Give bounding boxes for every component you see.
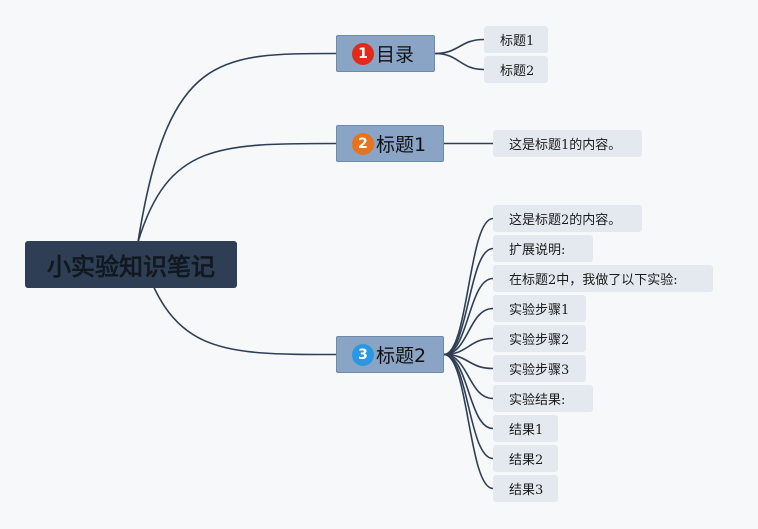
leaf-label: 结果2 xyxy=(509,453,544,468)
leaf-node[interactable]: 实验步骤2 xyxy=(493,325,586,352)
leaf-node[interactable]: 这是标题1的内容。 xyxy=(493,130,642,157)
branch-node-catalog[interactable]: 1 目录 xyxy=(336,35,435,72)
leaf-node[interactable]: 标题2 xyxy=(484,56,548,83)
connector-branch-leaf xyxy=(443,217,494,356)
leaf-node[interactable]: 扩展说明: xyxy=(493,235,593,262)
connector-branch-leaf xyxy=(443,247,494,356)
connector-root-branch xyxy=(137,52,337,243)
root-node[interactable]: 小实验知识笔记 xyxy=(25,241,237,288)
root-label: 小实验知识笔记 xyxy=(47,253,215,281)
leaf-node[interactable]: 这是标题2的内容。 xyxy=(493,205,642,232)
connector-branch-leaf xyxy=(443,353,494,490)
leaf-label: 标题2 xyxy=(500,64,535,79)
leaf-label: 结果3 xyxy=(509,483,544,498)
leaf-label: 实验步骤3 xyxy=(509,363,570,378)
number-2-icon: 2 xyxy=(352,132,374,155)
branch-node-heading-2[interactable]: 3 标题2 xyxy=(336,336,444,373)
connector-branch-leaf xyxy=(443,307,494,356)
leaf-label: 这是标题2的内容。 xyxy=(509,213,622,228)
leaf-node[interactable]: 标题1 xyxy=(484,26,548,53)
leaf-node[interactable]: 结果2 xyxy=(493,445,558,472)
branch-label: 目录 xyxy=(376,44,415,66)
leaf-node[interactable]: 实验步骤1 xyxy=(493,295,586,322)
leaf-label: 标题1 xyxy=(500,34,535,49)
leaf-node[interactable]: 结果1 xyxy=(493,415,558,442)
connector-root-branch xyxy=(137,142,337,243)
leaf-label: 实验结果: xyxy=(509,393,566,408)
leaf-node[interactable]: 实验结果: xyxy=(493,385,593,412)
branch-label: 标题1 xyxy=(376,134,427,156)
number-3-icon: 3 xyxy=(352,343,374,366)
leaf-label: 结果1 xyxy=(509,423,544,438)
leaf-node[interactable]: 在标题2中，我做了以下实验: xyxy=(493,265,713,292)
connector-branch-leaf xyxy=(443,277,494,356)
number-1-icon: 1 xyxy=(352,42,374,65)
leaf-node[interactable]: 实验步骤3 xyxy=(493,355,586,382)
leaf-label: 在标题2中，我做了以下实验: xyxy=(509,273,678,288)
leaf-label: 扩展说明: xyxy=(509,243,566,258)
leaf-label: 这是标题1的内容。 xyxy=(509,138,622,153)
branch-node-heading-1[interactable]: 2 标题1 xyxy=(336,125,444,162)
leaf-node[interactable]: 结果3 xyxy=(493,475,558,502)
leaf-label: 实验步骤1 xyxy=(509,303,570,318)
branch-label: 标题2 xyxy=(376,345,427,367)
leaf-label: 实验步骤2 xyxy=(509,333,570,348)
connector-branch-leaf xyxy=(434,52,485,71)
